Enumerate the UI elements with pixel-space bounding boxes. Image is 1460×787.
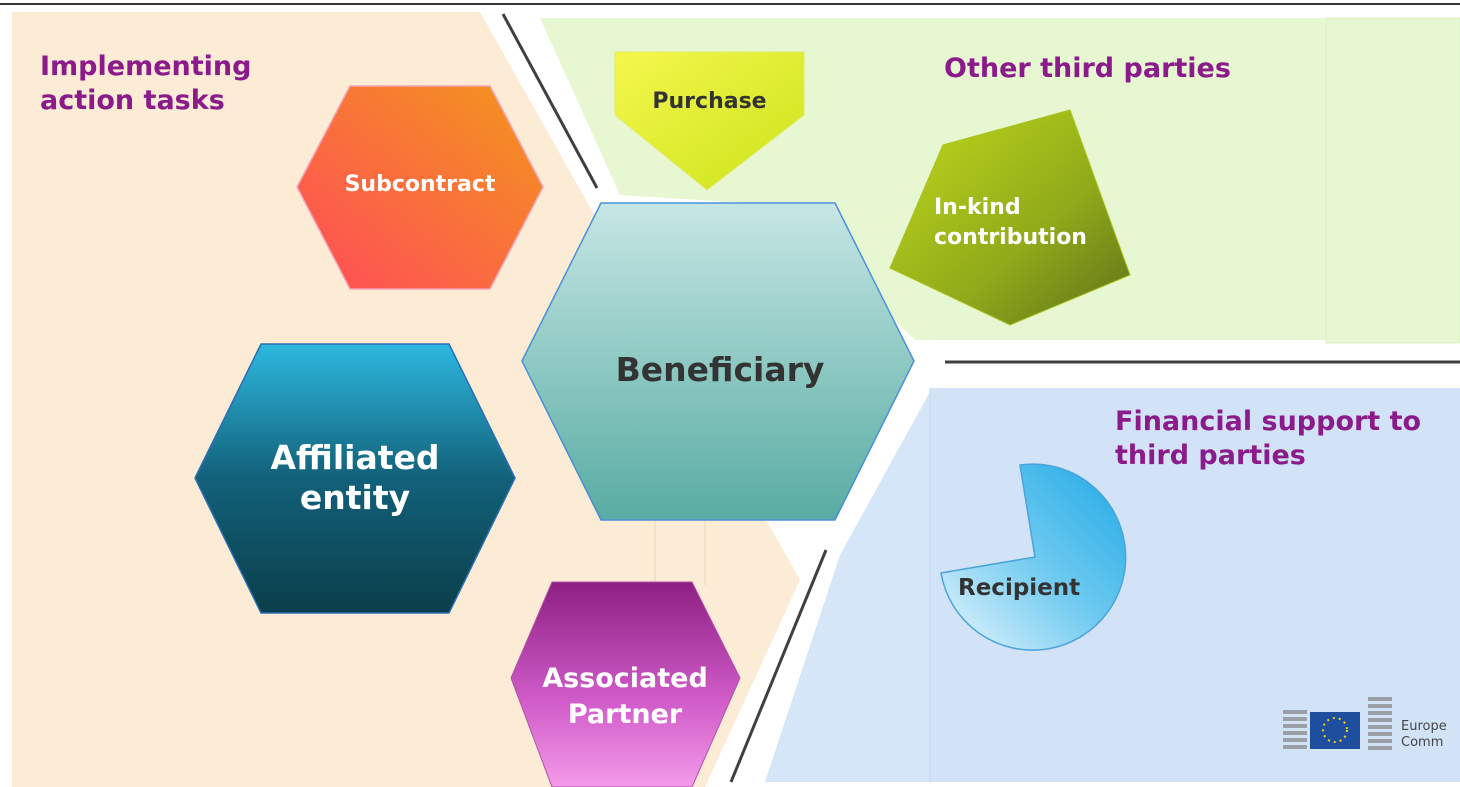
recipient-label: Recipient	[958, 575, 1081, 601]
logo-text-line1: Europe	[1401, 719, 1447, 734]
inkind-label: In-kind contribution	[934, 195, 1087, 250]
subcontract-hexagon	[296, 85, 544, 290]
recipient-pie	[940, 463, 1127, 651]
other-section-bg-right	[1325, 17, 1460, 344]
purchase-pentagon	[614, 51, 805, 191]
logo-text-line2: Comm	[1401, 735, 1444, 750]
purchase-label: Purchase	[652, 89, 767, 114]
beneficiary-label: Beneficiary	[615, 350, 825, 389]
financial-title: Financial support to third parties	[1115, 406, 1422, 471]
subcontract-label: Subcontract	[344, 172, 496, 197]
associated-label: Associated Partner	[542, 663, 708, 730]
affiliated-label: Affiliated entity	[270, 438, 440, 517]
divider-line	[501, 13, 599, 189]
other-title: Other third parties	[944, 53, 1231, 84]
associated-hexagon	[510, 581, 741, 787]
inkind-pentagon	[889, 109, 1131, 326]
affiliated-hexagon	[194, 343, 516, 614]
implementing-title: Implementing action tasks	[40, 51, 252, 116]
divider-line	[729, 549, 828, 783]
european-commission-logo	[1283, 697, 1392, 750]
beneficiary-hexagon	[521, 202, 915, 521]
